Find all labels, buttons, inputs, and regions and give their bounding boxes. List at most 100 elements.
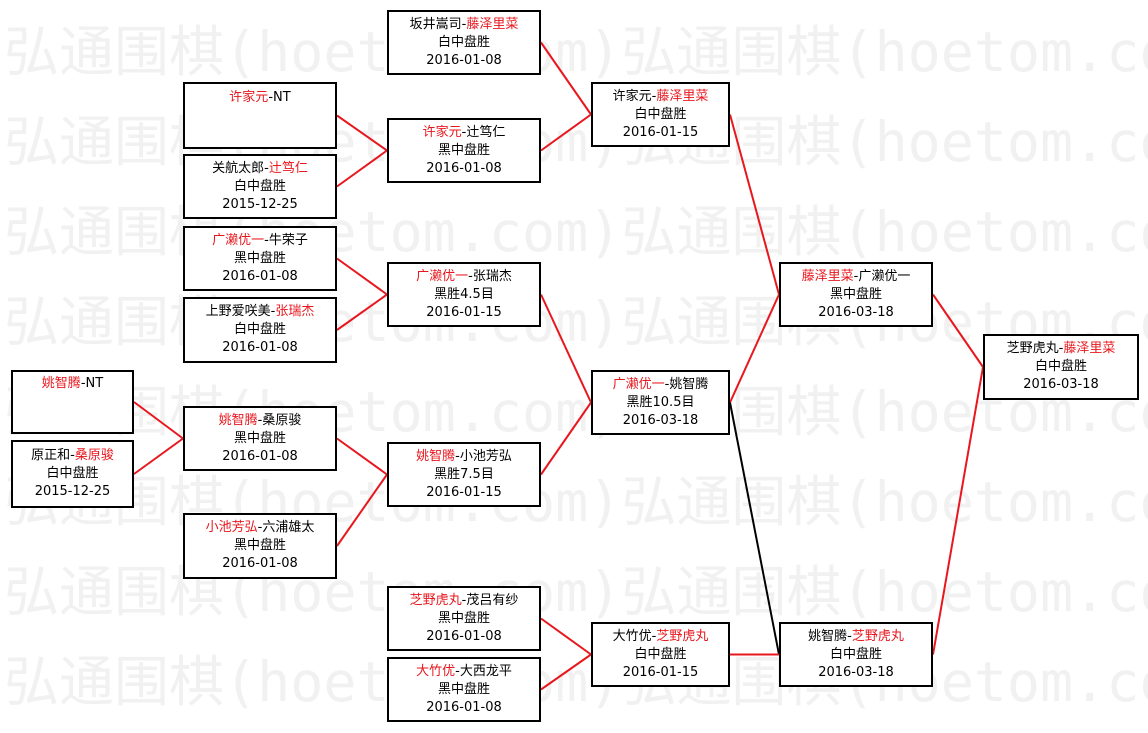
- player-1-name: 姚智腾: [416, 448, 456, 464]
- match-date: [258, 125, 262, 143]
- match-date: 2015-12-25: [222, 196, 298, 212]
- connector-m6-m7: [133, 437, 184, 475]
- match-result: 白中盘胜: [233, 178, 286, 194]
- player-1-name: 许家元: [612, 88, 652, 104]
- match-date: 2016-01-08: [426, 52, 502, 68]
- match-date: 2015-12-25: [34, 484, 111, 499]
- vs-dash: -: [651, 88, 657, 104]
- match-players: 广濑优一-姚智腾: [613, 376, 709, 394]
- connector-m7-m12: [336, 437, 388, 476]
- vs-dash: -: [80, 376, 86, 391]
- match-date: [70, 411, 74, 429]
- match-players: 大竹优-芝野虎丸: [613, 628, 709, 646]
- match-players: 关航太郎-辻笃仁: [212, 160, 308, 178]
- match-players: 姚智腾-小池芳弘: [416, 448, 512, 466]
- match-date: 2016-01-08: [222, 448, 298, 464]
- player-1-name: 大竹优: [612, 628, 652, 644]
- match-result: 黑中盘胜: [437, 681, 490, 697]
- player-1-name: 姚智腾: [41, 376, 81, 391]
- player-1-name: 小池芳弘: [205, 520, 258, 535]
- match-result: 黑中盘胜: [233, 250, 286, 266]
- vs-dash: -: [468, 268, 473, 284]
- match-box-m5: 姚智腾-NT: [11, 370, 134, 434]
- vs-dash: -: [455, 448, 460, 464]
- player-1-name: 大竹优: [416, 663, 456, 679]
- connector-m14-m17: [540, 653, 592, 691]
- connector-m10-m15: [540, 113, 592, 152]
- connector-m16-m18: [729, 294, 780, 403]
- match-result: 黑中盘胜: [829, 286, 882, 302]
- match-players: 芝野虎丸-茂吕有纱: [410, 592, 519, 610]
- match-date: 2016-03-18: [1023, 377, 1099, 392]
- match-result: 黑胜7.5目: [434, 466, 494, 482]
- match-players: 原正和-桑原骏: [31, 447, 114, 465]
- player-2-name: 小池芳弘: [459, 448, 512, 464]
- match-date: 2016-01-15: [622, 124, 699, 140]
- match-date: 2016-01-15: [426, 484, 502, 500]
- match-players: 大竹优-大西龙平: [416, 663, 512, 681]
- player-1-name: 坂井嵩司: [409, 16, 462, 32]
- player-1-name: 藤泽里菜: [801, 268, 854, 284]
- connector-m4-m11: [336, 293, 388, 331]
- match-date: 2016-01-08: [222, 268, 298, 284]
- vs-dash: -: [461, 592, 467, 608]
- player-1-name: 许家元: [422, 124, 462, 140]
- vs-dash: -: [257, 520, 263, 535]
- player-2-name: 张瑞杰: [472, 268, 512, 284]
- match-result: 黑中盘胜: [437, 142, 490, 158]
- match-result: 黑中盘胜: [233, 430, 286, 446]
- connector-m19-m20: [932, 366, 984, 655]
- match-result: 黑中盘胜: [437, 610, 490, 626]
- connector-m15-m18: [729, 114, 780, 295]
- player-2-name: 广濑优一: [858, 268, 911, 284]
- connector-m11-m16: [540, 294, 592, 403]
- match-date: 2016-03-18: [818, 304, 894, 320]
- vs-dash: -: [461, 16, 467, 32]
- match-result: 黑胜4.5目: [434, 286, 494, 302]
- match-date: 2016-01-08: [222, 340, 298, 355]
- vs-dash: -: [664, 376, 670, 392]
- player-2-name: 六浦雄太: [262, 520, 315, 535]
- match-result: 白中盘胜: [437, 34, 490, 50]
- vs-dash: -: [651, 628, 657, 644]
- player-1-name: 原正和: [31, 448, 71, 463]
- match-box-m1: 许家元-NT: [183, 82, 337, 149]
- player-2-name: 茂吕有纱: [466, 592, 519, 608]
- match-players: 藤泽里菜-广濑优一: [802, 268, 911, 286]
- match-date: 2016-01-08: [426, 160, 502, 176]
- match-result: 白中盘胜: [1034, 359, 1087, 374]
- connector-m2-m10: [336, 149, 388, 188]
- connector-m13-m17: [540, 617, 592, 656]
- player-1-name: 上野爱咲美: [205, 304, 271, 319]
- vs-dash: -: [264, 160, 269, 176]
- match-result: 白中盘胜: [634, 646, 687, 662]
- match-date: 2016-01-08: [222, 556, 298, 571]
- player-2-name: 桑原骏: [262, 412, 302, 428]
- player-2-name: 姚智腾: [669, 376, 709, 392]
- match-result: 白中盘胜: [233, 322, 286, 337]
- vs-dash: -: [268, 89, 274, 105]
- vs-dash: -: [853, 268, 859, 284]
- player-1-name: 广濑优一: [612, 376, 665, 392]
- match-box-m2: 关航太郎-辻笃仁白中盘胜 2015-12-25: [183, 154, 337, 219]
- connector-m3-m11: [336, 257, 388, 296]
- match-date: 2016-01-08: [426, 628, 502, 644]
- match-players: 许家元-NT: [229, 89, 290, 107]
- vs-dash: -: [455, 663, 460, 679]
- match-result: [258, 107, 262, 125]
- player-1-name: 姚智腾: [808, 628, 848, 644]
- vs-dash: -: [264, 232, 269, 248]
- match-players: 许家元-藤泽里菜: [613, 88, 709, 106]
- match-players: 姚智腾-桑原骏: [219, 412, 302, 430]
- player-2-name: 芝野虎丸: [851, 628, 904, 644]
- player-2-name: 大西龙平: [459, 663, 512, 679]
